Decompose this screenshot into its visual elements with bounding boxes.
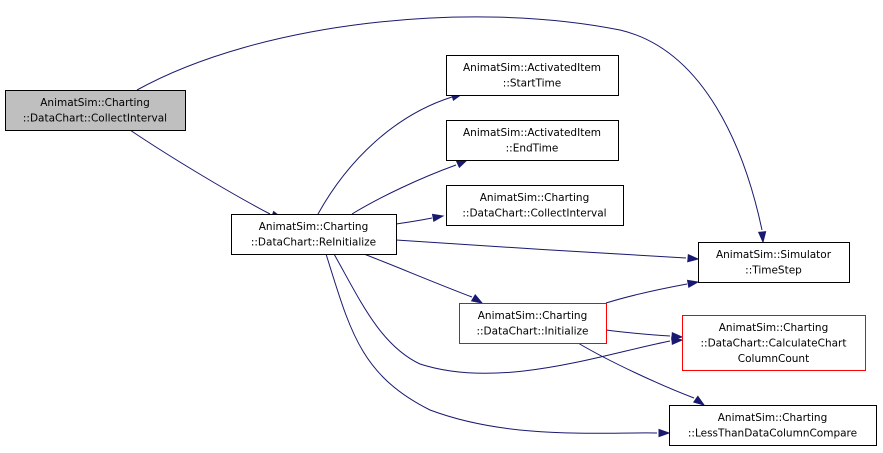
edge-line (129, 129, 271, 215)
node-endtime[interactable]: AnimatSim::ActivatedItem::EndTime (446, 120, 619, 161)
node-box[interactable] (446, 120, 619, 161)
node-lessthan[interactable]: AnimatSim::Charting::LessThanDataColumnC… (669, 405, 877, 446)
node-label-line: ColumnCount (738, 353, 809, 365)
edge-reinit-to-lessthan (325, 253, 671, 438)
arrowhead-icon (692, 395, 706, 406)
node-root[interactable]: AnimatSim::Charting::DataChart::CollectI… (5, 90, 186, 131)
edge-root-to-timestep (136, 16, 767, 244)
arrowhead-icon (671, 331, 684, 341)
edge-line (363, 253, 473, 298)
node-label-line: ::EndTime (506, 143, 559, 155)
node-collect2[interactable]: AnimatSim::Charting::DataChart::CollectI… (446, 185, 624, 226)
edge-line (136, 16, 763, 231)
arrowhead-icon (658, 428, 671, 438)
node-label-line: AnimatSim::Charting (40, 97, 150, 109)
edge-line (317, 96, 453, 215)
node-label-line: ::DataChart::CollectInterval (23, 113, 167, 125)
edge-reinit-to-timestep (395, 239, 700, 263)
node-box[interactable] (459, 303, 607, 344)
node-label-line: ::LessThanDataColumnCompare (688, 428, 857, 440)
node-label-line: AnimatSim::Charting (259, 221, 369, 233)
node-calccol[interactable]: AnimatSim::Charting::DataChart::Calculat… (682, 315, 866, 371)
node-box[interactable] (669, 405, 877, 446)
node-label-line: ::StartTime (503, 78, 561, 90)
edge-line (605, 329, 671, 337)
edge-line (395, 239, 687, 259)
node-box[interactable] (682, 315, 866, 371)
node-initialize[interactable]: AnimatSim::Charting::DataChart::Initiali… (459, 303, 607, 344)
node-label-line: ::DataChart::ReInitialize (251, 237, 376, 249)
arrowhead-icon (687, 253, 700, 263)
arrowhead-icon (431, 213, 445, 223)
node-box[interactable] (446, 55, 619, 96)
edge-initialize-to-lessthan (577, 342, 706, 406)
node-box[interactable] (446, 185, 624, 226)
arrowhead-icon (757, 231, 767, 244)
node-starttime[interactable]: AnimatSim::ActivatedItem::StartTime (446, 55, 619, 96)
node-label-line: ::TimeStep (745, 265, 802, 277)
edge-line (577, 342, 695, 399)
node-label-line: AnimatSim::ActivatedItem (463, 127, 601, 139)
node-box[interactable] (231, 214, 397, 255)
arrowhead-icon (470, 293, 484, 304)
edge-reinit-to-starttime (317, 92, 464, 215)
arrowhead-icon (455, 159, 469, 169)
node-timestep[interactable]: AnimatSim::Simulator::TimeStep (698, 242, 850, 283)
node-label-line: AnimatSim::Charting (718, 412, 828, 424)
edge-initialize-to-timestep (605, 279, 700, 304)
node-label-line: AnimatSim::Charting (719, 322, 829, 334)
node-label-line: AnimatSim::Charting (480, 192, 590, 204)
node-label-line: ::DataChart::Initialize (476, 326, 588, 338)
node-label-line: ::DataChart::CalculateChart (701, 337, 847, 349)
edge-line (325, 253, 658, 434)
edge-reinit-to-initialize (363, 253, 484, 304)
node-label-line: AnimatSim::ActivatedItem (463, 62, 601, 74)
node-reinit[interactable]: AnimatSim::Charting::DataChart::ReInitia… (231, 214, 397, 255)
node-box[interactable] (698, 242, 850, 283)
edge-line (351, 164, 457, 215)
edge-line (333, 253, 671, 374)
edge-initialize-to-calccol (605, 329, 684, 341)
arrowhead-icon (686, 279, 700, 289)
node-label-line: AnimatSim::Simulator (716, 249, 832, 261)
edge-line (605, 283, 688, 304)
node-label-line: ::DataChart::CollectInterval (462, 208, 606, 220)
edge-line (395, 217, 433, 225)
nodes-layer: AnimatSim::Charting::DataChart::CollectI… (5, 55, 877, 446)
node-box[interactable] (5, 90, 186, 131)
edge-reinit-to-collect2 (395, 213, 445, 225)
edge-root-to-reinit (129, 129, 284, 219)
edges-layer (129, 16, 767, 438)
node-label-line: AnimatSim::Charting (478, 310, 588, 322)
